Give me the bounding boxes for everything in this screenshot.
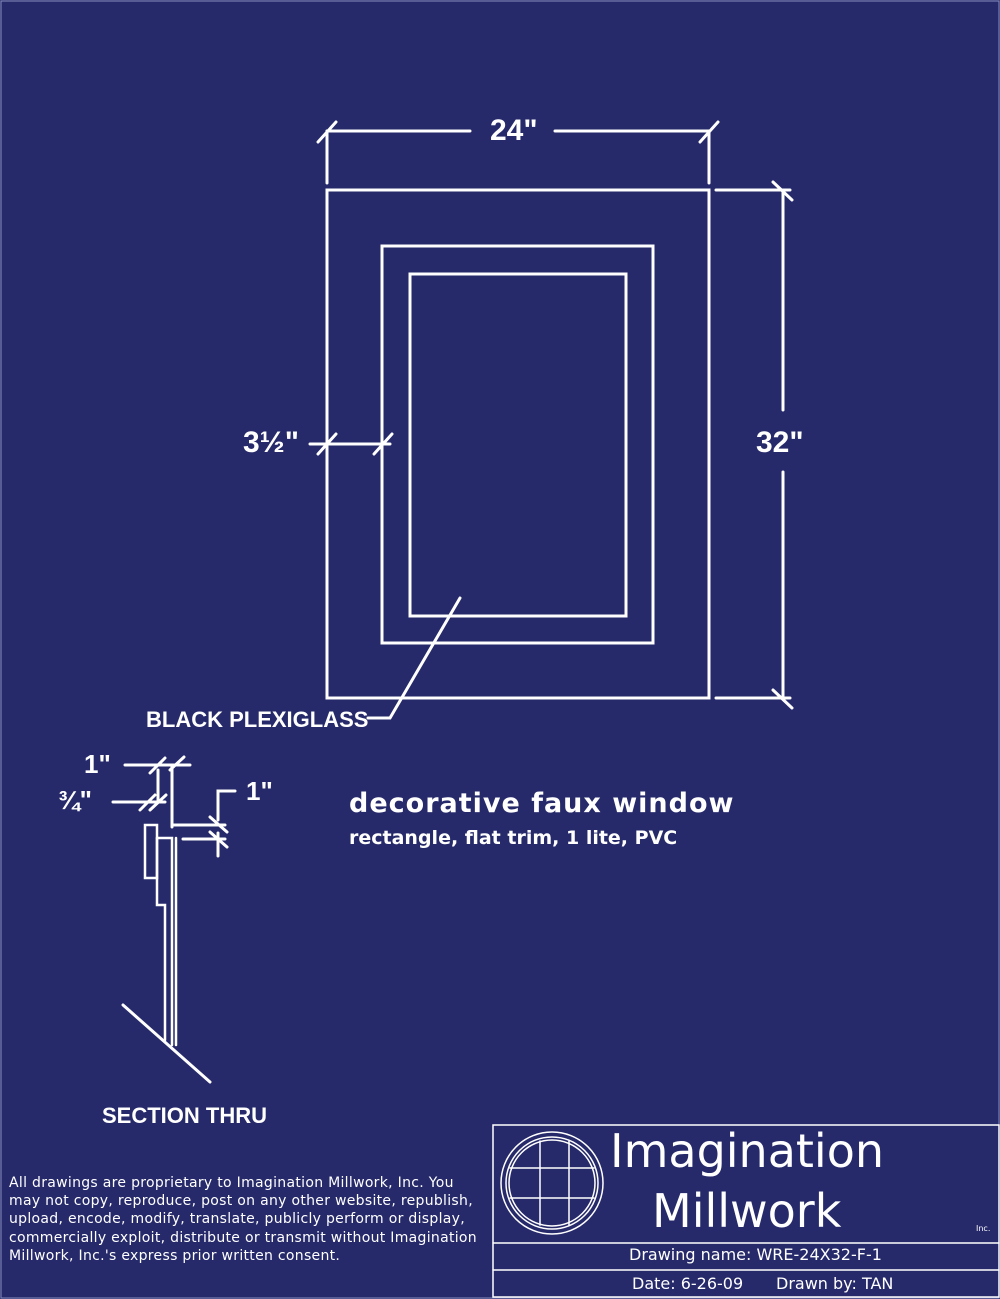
- description-title: decorative faux window: [349, 788, 735, 819]
- drawing-date: Date: 6-26-09: [632, 1274, 744, 1293]
- section-detail: [111, 755, 237, 1084]
- company-suffix: Inc.: [976, 1224, 991, 1233]
- width-dimension: [316, 120, 720, 185]
- window-elevation: [325, 188, 711, 700]
- trim-dimension: [308, 432, 394, 456]
- section-right-dimension-label: 1": [246, 776, 273, 806]
- trim-inner-edge: [380, 244, 655, 645]
- title-block: [492, 1124, 1000, 1298]
- legal-notice: All drawings are proprietary to Imaginat…: [9, 1175, 477, 1264]
- plexiglass-panel: [408, 272, 628, 618]
- section-label: SECTION THRU: [102, 1103, 267, 1128]
- company-name-line1: Imagination: [610, 1124, 885, 1178]
- width-dimension-label: 24": [490, 114, 538, 147]
- drawing-name: Drawing name: WRE-24X32-F-1: [629, 1245, 882, 1264]
- height-dimension: [714, 180, 794, 710]
- logo-window-icon: [500, 1131, 604, 1235]
- description-subtitle: rectangle, flat trim, 1 lite, PVC: [349, 827, 678, 849]
- section-three-quarter-label: ¾": [58, 785, 93, 815]
- trim-dimension-label: 3½": [243, 426, 299, 459]
- company-name-line2: Millwork: [652, 1184, 842, 1238]
- drawn-by: Drawn by: TAN: [776, 1274, 894, 1293]
- plexiglass-label: BLACK PLEXIGLASS: [146, 707, 369, 732]
- plexiglass-leader: [366, 596, 462, 720]
- height-dimension-label: 32": [756, 426, 804, 459]
- section-top-dimension-label: 1": [84, 749, 111, 779]
